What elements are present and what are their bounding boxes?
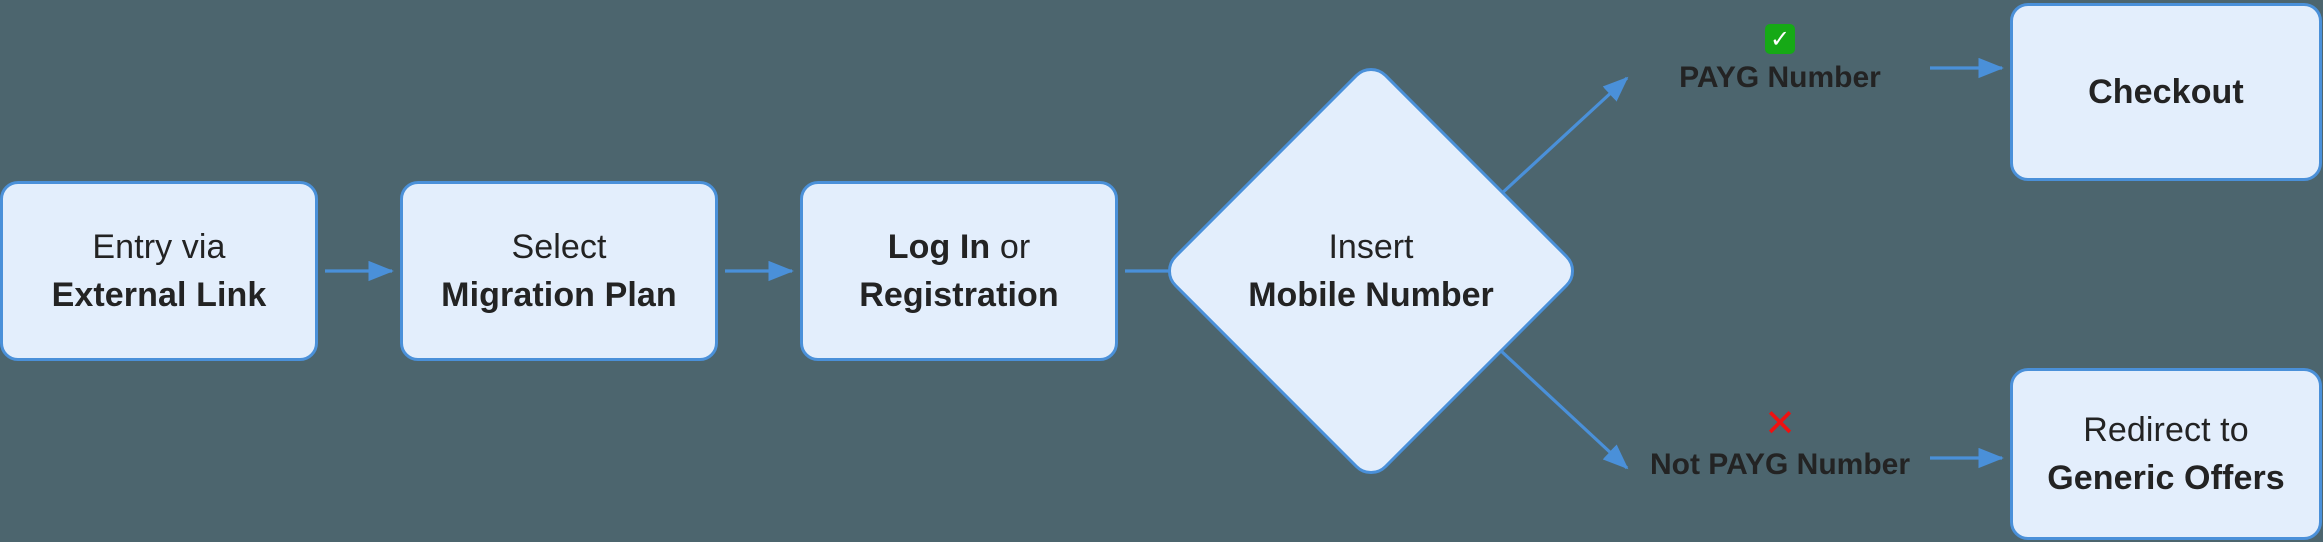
node-login-registration-line1: Log In or (888, 223, 1031, 271)
node-insert-mobile-number-line1: Insert (1328, 227, 1414, 266)
node-entry-line2: External Link (51, 276, 267, 314)
node-insert-mobile-number[interactable]: Insert Mobile Number (1158, 58, 1584, 484)
branch-label-payg-yes-text: PAYG Number (1679, 61, 1881, 94)
node-entry-line1: Entry via (92, 227, 226, 266)
branch-label-payg-no-text: Not PAYG Number (1649, 448, 1911, 481)
node-insert-mobile-number-line2: Mobile Number (1248, 276, 1494, 314)
decision-diamond-label: Insert Mobile Number (1221, 121, 1521, 421)
node-entry[interactable]: Entry via External Link (0, 181, 318, 361)
branch-label-payg-yes: ✓ PAYG Number (1630, 20, 1930, 95)
node-login-label: Log In (887, 227, 991, 266)
node-select-plan-line1: Select (511, 227, 607, 266)
node-login-registration-line2: Registration (859, 276, 1059, 314)
check-mark-button-icon: ✓ (1765, 20, 1795, 54)
node-redirect-line2: Generic Offers (2047, 459, 2285, 497)
cross-mark-icon: ✕ (1764, 401, 1796, 445)
node-checkout[interactable]: Checkout (2010, 3, 2322, 181)
node-login-registration[interactable]: Log In or Registration (800, 181, 1118, 361)
check-mark-glyph: ✓ (1765, 24, 1795, 54)
node-checkout-label: Checkout (2088, 72, 2244, 111)
branch-label-payg-no: ✕ Not PAYG Number (1620, 401, 1940, 482)
node-redirect-line1: Redirect to (2083, 410, 2249, 449)
node-or-label: or (990, 227, 1031, 266)
node-redirect-generic-offers[interactable]: Redirect to Generic Offers (2010, 368, 2322, 540)
cross-mark-glyph: ✕ (1764, 401, 1796, 445)
node-select-plan[interactable]: Select Migration Plan (400, 181, 718, 361)
node-select-plan-line2: Migration Plan (441, 276, 677, 314)
